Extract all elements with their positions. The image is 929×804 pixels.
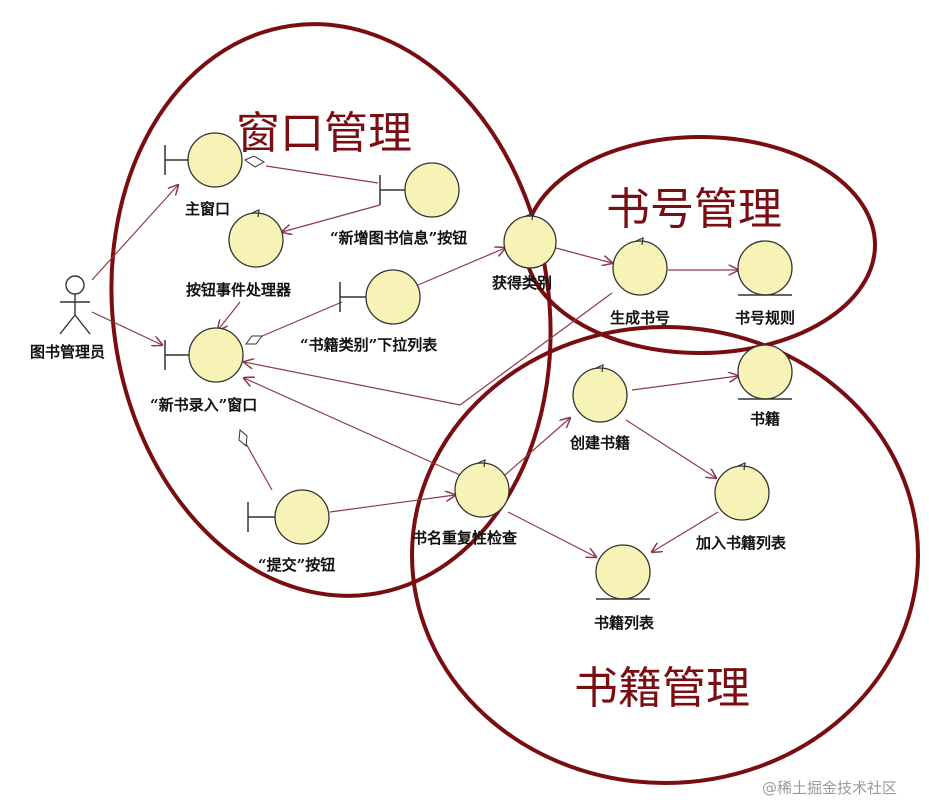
button-event-handler-label: 按钮事件处理器 xyxy=(186,281,292,299)
get-category-label: 获得类别 xyxy=(492,274,552,292)
title-duplicate-check-label: 书名重复性检查 xyxy=(412,529,518,547)
submit-button-node[interactable]: “提交”按钮 xyxy=(247,489,335,574)
category-dropdown-node[interactable]: “书籍类别”下拉列表 xyxy=(300,269,438,354)
booknum-rule-node[interactable]: 书号规则 xyxy=(735,240,795,327)
add-to-booklist-label: 加入书籍列表 xyxy=(695,534,787,552)
new-book-entry-window-node[interactable]: “新书录入”窗口 xyxy=(150,327,257,414)
generate-booknum-label: 生成书号 xyxy=(610,309,670,327)
main-window-node[interactable]: 主窗口 xyxy=(164,132,243,218)
stick-figure-icon xyxy=(59,275,91,335)
window-mgmt-region xyxy=(109,22,553,598)
create-book-node[interactable]: 创建书籍 xyxy=(569,364,630,452)
actor-librarian: 图书管理员 xyxy=(30,275,105,361)
create-book-label: 创建书籍 xyxy=(569,434,630,452)
new-book-info-button-node[interactable]: “新增图书信息”按钮 xyxy=(330,162,467,247)
booknum-rule-label: 书号规则 xyxy=(735,309,795,327)
booknum-mgmt-title: 书号管理 xyxy=(606,184,782,235)
watermark-text: @稀土掘金技术社区 xyxy=(762,779,897,797)
book-entity-node[interactable]: 书籍 xyxy=(737,344,793,428)
connections xyxy=(91,155,738,557)
book-mgmt-title: 书籍管理 xyxy=(574,663,750,714)
booknum-mgmt-region xyxy=(523,135,877,355)
title-duplicate-check-node[interactable]: 书名重复性检查 xyxy=(412,459,518,547)
get-category-node[interactable]: 获得类别 xyxy=(492,212,557,292)
booklist-label: 书籍列表 xyxy=(594,614,655,632)
button-event-handler-node[interactable]: 按钮事件处理器 xyxy=(186,209,292,299)
submit-button-label: “提交”按钮 xyxy=(258,556,335,574)
add-to-booklist-node[interactable]: 加入书籍列表 xyxy=(695,462,787,552)
generate-booknum-node[interactable]: 生成书号 xyxy=(610,237,670,327)
new-book-entry-window-label: “新书录入”窗口 xyxy=(150,396,257,414)
main-window-label: 主窗口 xyxy=(185,200,230,218)
book-entity-label: 书籍 xyxy=(750,410,780,428)
book-mgmt-region xyxy=(410,325,920,785)
actor-label: 图书管理员 xyxy=(30,343,105,361)
new-book-info-button-label: “新增图书信息”按钮 xyxy=(330,229,467,247)
window-mgmt-title: 窗口管理 xyxy=(236,108,412,159)
booklist-node[interactable]: 书籍列表 xyxy=(594,544,655,632)
category-dropdown-label: “书籍类别”下拉列表 xyxy=(300,336,438,354)
